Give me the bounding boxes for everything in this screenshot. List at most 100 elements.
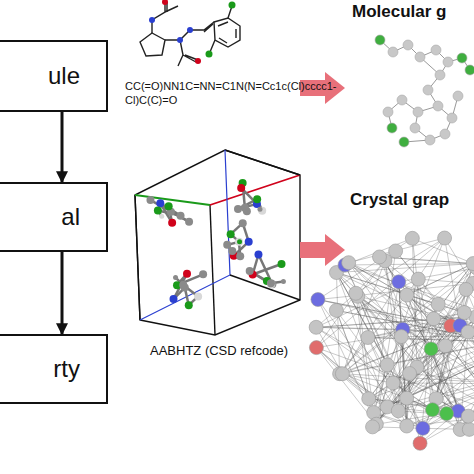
graph-vertex bbox=[431, 297, 445, 311]
atom-ball bbox=[239, 219, 247, 227]
graph-vertex bbox=[416, 421, 430, 435]
graph-vertex bbox=[443, 57, 453, 67]
graph-vertex bbox=[461, 325, 474, 339]
graph-edge bbox=[342, 261, 385, 374]
graph-edge bbox=[349, 263, 468, 332]
graph-edge bbox=[387, 336, 474, 407]
atom-ball bbox=[254, 250, 262, 258]
atom-ball bbox=[159, 214, 164, 219]
graph-edge bbox=[318, 238, 412, 299]
graph-vertex bbox=[380, 358, 394, 372]
atom-ball bbox=[194, 292, 202, 300]
molecule-structure bbox=[140, 2, 240, 66]
atom-ball bbox=[267, 280, 275, 288]
graph-vertex bbox=[459, 282, 473, 296]
graph-edge bbox=[445, 238, 474, 315]
graph-edge bbox=[336, 273, 422, 429]
atom-ball bbox=[281, 279, 286, 284]
atom-ball bbox=[177, 212, 185, 220]
atom-ball bbox=[173, 275, 178, 280]
box-label: al bbox=[61, 203, 80, 231]
chlorine-atom bbox=[206, 51, 213, 58]
atom-ball bbox=[146, 196, 154, 204]
graph-vertex bbox=[411, 272, 425, 286]
graph-edge bbox=[316, 327, 403, 329]
graph-vertex bbox=[438, 231, 452, 245]
graph-edge bbox=[345, 264, 473, 265]
process-box: ule bbox=[0, 40, 108, 112]
graph-vertex bbox=[309, 320, 323, 334]
smiles-string: CC(=O)NN1C=NN=C1N(N=Cc1c(Cl)cccc1- bbox=[125, 80, 336, 92]
graph-vertex bbox=[361, 331, 375, 345]
graph-vertex bbox=[392, 275, 406, 289]
graph-vertex bbox=[366, 420, 380, 434]
process-box: al bbox=[0, 182, 108, 252]
graph-vertex bbox=[431, 45, 441, 55]
graph-vertex bbox=[372, 250, 386, 264]
atom-ball bbox=[199, 270, 207, 278]
graph-vertex bbox=[461, 409, 474, 423]
graph-vertex bbox=[457, 306, 471, 320]
atom-ball bbox=[235, 238, 243, 246]
graph-vertex bbox=[388, 47, 398, 57]
graph-vertex bbox=[424, 342, 438, 356]
graph-edge bbox=[349, 263, 402, 337]
graph-vertex bbox=[466, 257, 474, 271]
graph-vertex bbox=[383, 107, 393, 117]
graph-vertex bbox=[403, 366, 417, 380]
oxygen-atom bbox=[195, 58, 201, 64]
nitrogen-atom bbox=[149, 17, 155, 23]
crystal-graph bbox=[309, 231, 474, 450]
graph-vertex bbox=[415, 52, 425, 62]
box-label: ule bbox=[48, 62, 80, 90]
graph-vertex bbox=[433, 101, 443, 111]
graph-edge bbox=[373, 313, 465, 427]
graph-edge bbox=[385, 261, 469, 430]
unit-cell bbox=[135, 150, 300, 335]
graph-vertex bbox=[329, 303, 343, 317]
atom-ball bbox=[168, 219, 176, 227]
atom-ball bbox=[179, 281, 187, 289]
atom-ball bbox=[241, 204, 249, 212]
graph-vertex bbox=[457, 53, 467, 63]
graph-vertex bbox=[389, 244, 403, 258]
graph-edge bbox=[379, 257, 474, 415]
graph-vertex bbox=[413, 436, 427, 450]
panel-heading: Molecular g bbox=[352, 2, 446, 22]
graph-vertex bbox=[400, 288, 414, 302]
graph-vertex bbox=[391, 404, 405, 418]
nitrogen-atom bbox=[187, 27, 193, 33]
bond-stick bbox=[174, 274, 187, 299]
graph-vertex bbox=[425, 135, 435, 145]
graph-vertex bbox=[397, 95, 407, 105]
graph-edge bbox=[412, 238, 417, 367]
graph-vertex bbox=[403, 40, 413, 50]
graph-edge bbox=[336, 273, 339, 374]
graph-edge bbox=[385, 261, 420, 444]
flow-arrow bbox=[61, 252, 64, 334]
graph-vertex bbox=[440, 129, 450, 139]
transform-arrows bbox=[300, 72, 345, 266]
atom-ball bbox=[185, 218, 193, 226]
graph-edge bbox=[374, 313, 465, 413]
graph-vertex bbox=[342, 256, 356, 270]
atom-ball bbox=[258, 207, 266, 215]
atom-markers bbox=[149, 0, 236, 64]
graph-vertex bbox=[425, 403, 439, 417]
graph-vertex bbox=[438, 339, 452, 353]
atom-ball bbox=[156, 199, 164, 207]
graph-vertex bbox=[400, 419, 414, 433]
nitrogen-atom bbox=[177, 37, 183, 43]
molecular-graph bbox=[375, 35, 474, 147]
atom-ball bbox=[253, 195, 261, 203]
graph-edge bbox=[436, 336, 474, 399]
box-label: rty bbox=[53, 355, 80, 383]
smiles-string: Cl)C(C)=O bbox=[125, 94, 177, 106]
atom-ball bbox=[237, 239, 242, 244]
graph-edge bbox=[396, 251, 474, 380]
panel-heading: Crystal grap bbox=[350, 190, 449, 210]
graph-vertex bbox=[413, 107, 423, 117]
graph-vertex bbox=[311, 293, 325, 307]
graph-vertex bbox=[447, 113, 457, 123]
